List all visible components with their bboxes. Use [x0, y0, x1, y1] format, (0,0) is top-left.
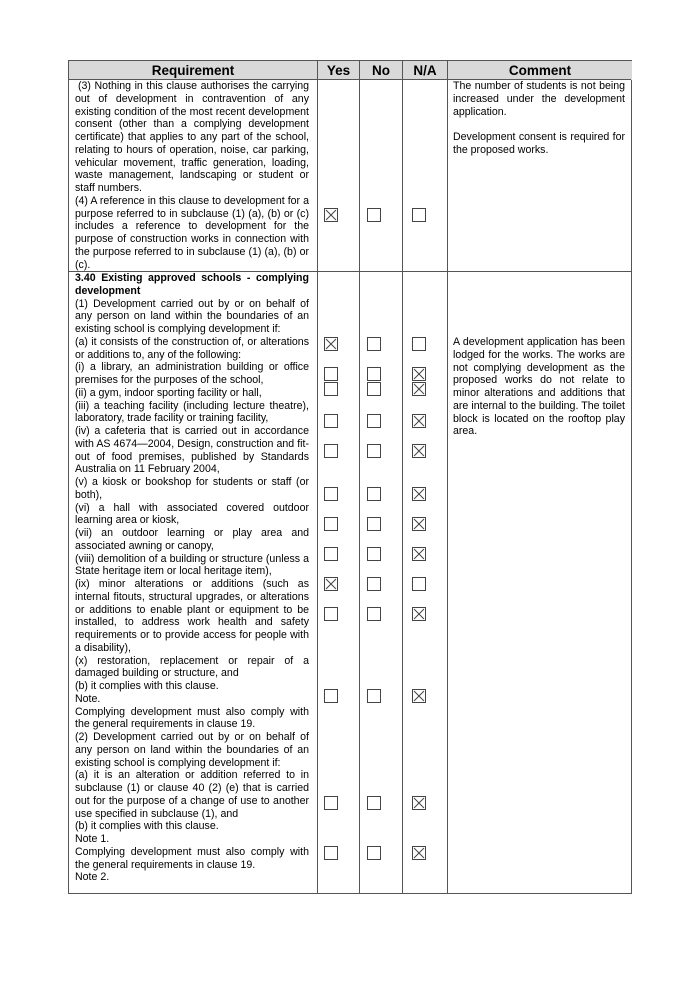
checkbox-no[interactable] — [367, 846, 381, 860]
column-divider — [359, 61, 360, 893]
comment-paragraph: Development consent is required for the … — [453, 131, 625, 156]
requirement-paragraph: (b) it complies with this clause. — [75, 680, 219, 692]
header-comment: Comment — [448, 61, 632, 80]
requirement-paragraph: (v) a kiosk or bookshop for students or … — [75, 476, 309, 501]
note-label: Note 2. — [75, 871, 110, 884]
row-divider — [69, 271, 631, 272]
checkbox-yes[interactable] — [324, 487, 338, 501]
checkbox-na-checked[interactable] — [412, 846, 426, 860]
requirement-paragraph: Complying development must also comply w… — [75, 845, 309, 871]
checkbox-no[interactable] — [367, 414, 381, 428]
requirement-paragraph: (2) Development carried out by or on beh… — [75, 731, 309, 769]
header-no: No — [360, 61, 402, 80]
comment-paragraph: A development application has been lodge… — [453, 336, 625, 438]
section-heading: 3.40 Existing approved schools - complyi… — [75, 272, 309, 297]
header-requirement: Requirement — [69, 61, 317, 80]
checkbox-no[interactable] — [367, 547, 381, 561]
checkbox-no[interactable] — [367, 577, 381, 591]
checkbox-na-checked[interactable] — [412, 382, 426, 396]
checkbox-na[interactable] — [412, 337, 426, 351]
requirement-paragraph: (x) restoration, replacement or repair o… — [75, 654, 309, 680]
checkbox-no[interactable] — [367, 796, 381, 810]
checkbox-no[interactable] — [367, 367, 381, 381]
checkbox-na-checked[interactable] — [412, 689, 426, 703]
checkbox-na-checked[interactable] — [412, 367, 426, 381]
requirement-paragraph: (3) Nothing in this clause authorises th… — [75, 80, 309, 194]
requirement-paragraph: (ix) minor alterations or additions (suc… — [75, 578, 309, 654]
requirement-paragraph: (iv) a cafeteria that is carried out in … — [75, 425, 309, 476]
checkbox-na-checked[interactable] — [412, 547, 426, 561]
checkbox-yes[interactable] — [324, 796, 338, 810]
requirement-paragraph: (1) Development carried out by or on beh… — [75, 297, 309, 336]
checkbox-yes[interactable] — [324, 382, 338, 396]
checkbox-no[interactable] — [367, 337, 381, 351]
header-divider — [69, 79, 631, 80]
checkbox-yes[interactable] — [324, 367, 338, 381]
checkbox-no[interactable] — [367, 444, 381, 458]
checkbox-yes[interactable] — [324, 414, 338, 428]
checkbox-na-checked[interactable] — [412, 444, 426, 458]
checkbox-yes[interactable] — [324, 444, 338, 458]
checkbox-yes[interactable] — [324, 517, 338, 531]
header-yes: Yes — [318, 61, 359, 80]
requirement-paragraph: (b) it complies with this clause. — [75, 820, 219, 833]
header-na: N/A — [403, 61, 447, 80]
requirement-paragraph: (viii) demolition of a building or struc… — [75, 552, 309, 578]
requirement-paragraph: (a) it is an alteration or addition refe… — [75, 769, 309, 820]
compliance-table: Requirement Yes No N/A Comment (3) Nothi… — [68, 60, 632, 894]
checkbox-yes[interactable] — [324, 547, 338, 561]
comment-paragraph: The number of students is not being incr… — [453, 80, 625, 118]
requirement-paragraph: (vi) a hall with associated covered outd… — [75, 501, 309, 527]
checkbox-yes-checked[interactable] — [324, 208, 338, 222]
checkbox-yes-checked[interactable] — [324, 337, 338, 351]
requirement-paragraph: (a) it consists of the construction of, … — [75, 335, 309, 361]
column-divider — [402, 61, 403, 893]
checkbox-no[interactable] — [367, 607, 381, 621]
row2-comment: A development application has been lodge… — [453, 336, 625, 438]
checkbox-na[interactable] — [412, 208, 426, 222]
row1-comment: The number of students is not being incr… — [453, 80, 625, 157]
row1-requirement: (3) Nothing in this clause authorises th… — [75, 80, 309, 271]
checkbox-no[interactable] — [367, 382, 381, 396]
checkbox-na-checked[interactable] — [412, 517, 426, 531]
checkbox-no[interactable] — [367, 517, 381, 531]
row2-requirement: 3.40 Existing approved schools - complyi… — [75, 272, 309, 884]
column-divider — [447, 61, 448, 893]
requirement-paragraph: (vii) an outdoor learning or play area a… — [75, 527, 309, 552]
checkbox-no[interactable] — [367, 689, 381, 703]
requirement-paragraph: (i) a library, an administration buildin… — [75, 361, 309, 386]
checkbox-na-checked[interactable] — [412, 487, 426, 501]
checkbox-yes[interactable] — [324, 689, 338, 703]
checkbox-yes[interactable] — [324, 607, 338, 621]
note-label: Note 1. — [75, 833, 110, 845]
checkbox-na[interactable] — [412, 577, 426, 591]
requirement-paragraph: (ii) a gym, indoor sporting facility or … — [75, 386, 262, 399]
checkbox-na-checked[interactable] — [412, 607, 426, 621]
checkbox-no[interactable] — [367, 487, 381, 501]
checkbox-na-checked[interactable] — [412, 796, 426, 810]
checkbox-yes[interactable] — [324, 846, 338, 860]
checkbox-no[interactable] — [367, 208, 381, 222]
checkbox-na-checked[interactable] — [412, 414, 426, 428]
checkbox-yes-checked[interactable] — [324, 577, 338, 591]
requirement-paragraph: Complying development must also comply w… — [75, 705, 309, 731]
requirement-paragraph: (4) A reference in this clause to develo… — [75, 194, 309, 271]
column-divider — [317, 61, 318, 893]
requirement-paragraph: (iii) a teaching facility (including lec… — [75, 399, 309, 425]
note-label: Note. — [75, 692, 101, 705]
